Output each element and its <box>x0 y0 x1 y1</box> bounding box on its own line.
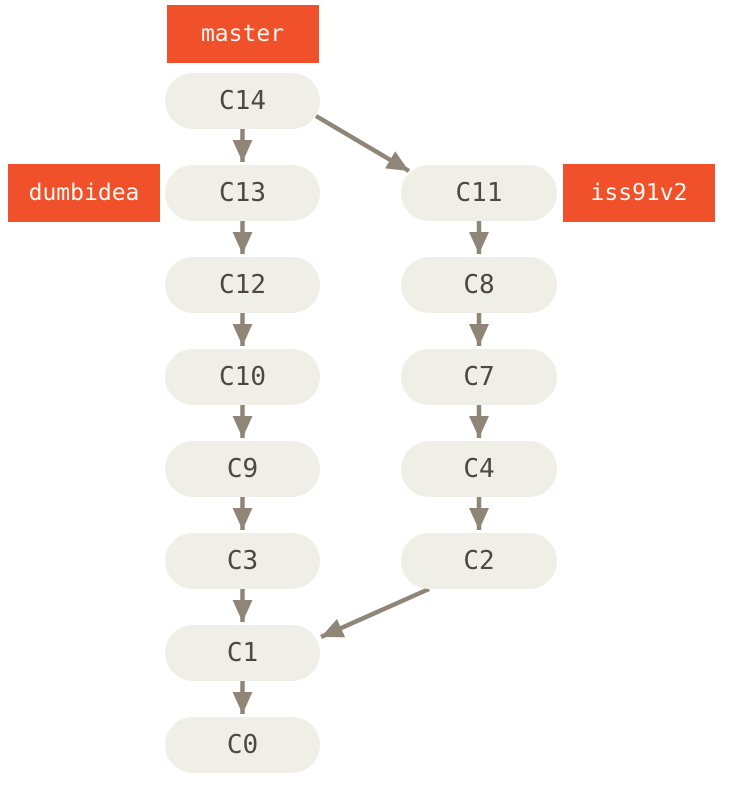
commit-id: C13 <box>219 178 266 208</box>
commit-node-c9: C9 <box>165 441 320 497</box>
edge-c14-c11 <box>314 114 411 173</box>
branch-label-master: master <box>166 5 319 63</box>
commit-id: C3 <box>226 546 259 576</box>
branch-name: master <box>200 20 285 47</box>
edge-c2-c1 <box>320 586 430 640</box>
commit-id: C12 <box>219 270 266 300</box>
commit-node-c2: C2 <box>401 533 557 589</box>
commit-id: C10 <box>219 362 266 392</box>
commit-id: C2 <box>463 546 495 576</box>
commit-id: C4 <box>463 454 495 484</box>
commit-id: C9 <box>226 454 259 484</box>
commit-id: C1 <box>226 638 259 668</box>
branch-label-iss91v2: iss91v2 <box>563 164 715 222</box>
commit-id: C8 <box>463 270 495 300</box>
branch-name: dumbidea <box>28 179 140 206</box>
commit-node-c12: C12 <box>165 257 320 313</box>
branch-name: iss91v2 <box>590 179 688 206</box>
commit-id: C7 <box>463 362 495 392</box>
commit-node-c10: C10 <box>165 349 320 405</box>
commit-node-c8: C8 <box>401 257 557 313</box>
commit-node-c3: C3 <box>165 533 320 589</box>
commit-id: C11 <box>455 178 503 208</box>
commit-node-c4: C4 <box>401 441 557 497</box>
commit-node-c14: C14 <box>165 73 320 129</box>
commit-node-c1: C1 <box>165 625 320 681</box>
branch-label-dumbidea: dumbidea <box>8 164 160 222</box>
commit-node-c7: C7 <box>401 349 557 405</box>
commit-node-c13: C13 <box>165 165 320 221</box>
commit-id: C0 <box>226 730 259 760</box>
commit-id: C14 <box>219 86 266 116</box>
commit-node-c11: C11 <box>401 165 557 221</box>
commit-node-c0: C0 <box>165 717 320 773</box>
